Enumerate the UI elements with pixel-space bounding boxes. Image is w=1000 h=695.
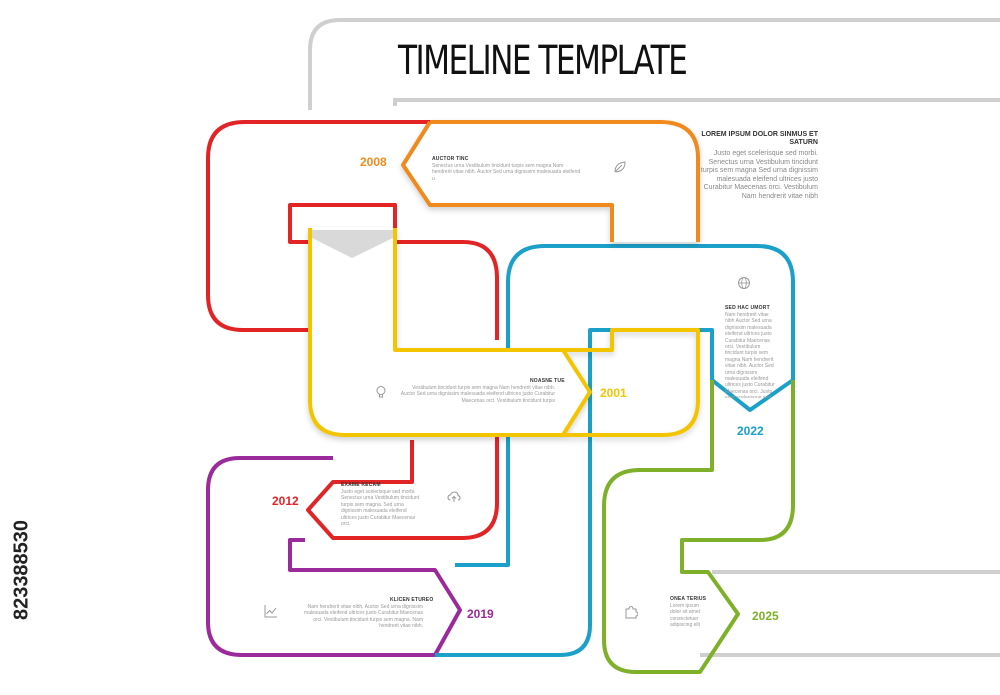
milestone-2012-body: Justo eget scelerisque sed morbi. Senect…: [341, 489, 420, 528]
line-chart-icon: [264, 605, 277, 618]
milestone-2001-body: Vestibulum tincidunt turpis sem magna Na…: [400, 385, 555, 404]
globe-icon: [738, 277, 750, 289]
purple-band: [206, 456, 462, 657]
year-2025: 2025: [752, 609, 779, 623]
page-title: TIMELINE TEMPLATE: [398, 38, 688, 84]
year-2008: 2008: [360, 155, 387, 169]
lightbulb-icon: [376, 386, 386, 398]
year-2019: 2019: [467, 607, 494, 621]
milestone-2022-heading: SED HAC UMORT: [725, 305, 770, 311]
milestone-2008-heading: AUCTOR TINC: [432, 156, 469, 162]
milestone-2001-heading: NOASNE TUE: [530, 378, 565, 384]
stock-id-label: 823388530: [10, 455, 34, 685]
cloud-upload-icon: [447, 491, 461, 502]
year-2012: 2012: [272, 494, 299, 508]
milestone-2022-body: Nam hendrerit vitae nibh Auctor Sed urna…: [725, 312, 775, 398]
milestone-2025-heading: ONEA TERIUS: [670, 596, 707, 602]
milestone-2012-heading: EXAME KECAM: [341, 482, 381, 488]
milestone-2025-body: Lorem ipsum dolor sit amet consectetuer …: [670, 603, 701, 629]
side-note-heading: LOREM IPSUM DOLOR SINMUS ET SATURN: [701, 131, 818, 147]
red-band: [206, 120, 499, 540]
orange-band: [401, 120, 700, 242]
stock-id-text: 823388530: [10, 519, 33, 621]
year-2001: 2001: [600, 386, 627, 400]
green-band: [602, 380, 795, 674]
year-2022: 2022: [737, 424, 764, 438]
milestone-2008-body: Senectus urna Vestibulum tincidunt turpi…: [432, 163, 581, 182]
milestone-2019-body: Nam hendrerit vitae nibh. Auctor Sed urn…: [304, 604, 423, 630]
grey-frame: [308, 18, 1000, 657]
side-note-body: Justo eget scelerisque sed morbi. Senect…: [700, 150, 818, 200]
leaf-icon: [614, 161, 626, 173]
milestone-2019-heading: KLICEN ETUREO: [390, 597, 434, 603]
yellow-band: [308, 228, 700, 437]
blue-band: [435, 244, 795, 657]
puzzle-icon: [625, 605, 638, 619]
